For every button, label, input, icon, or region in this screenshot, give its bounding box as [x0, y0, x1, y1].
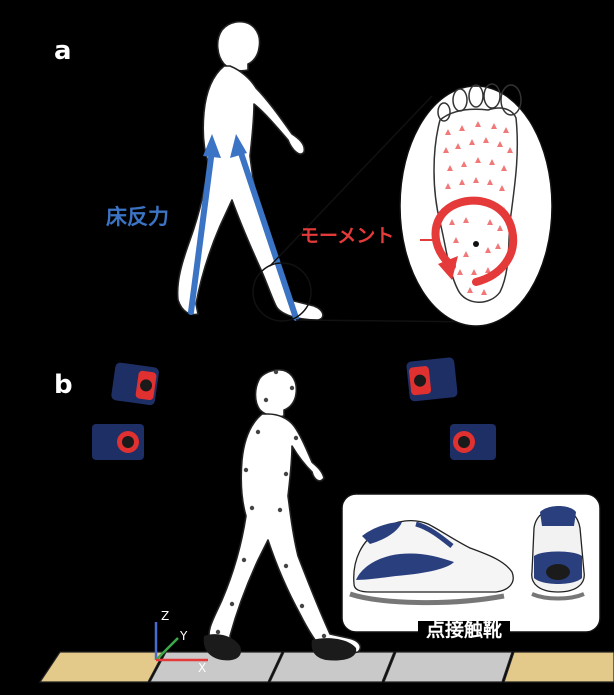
- axis-label-z: Z: [161, 609, 169, 623]
- axis-label-y: Y: [179, 629, 188, 643]
- axis-label-x: X: [198, 661, 206, 675]
